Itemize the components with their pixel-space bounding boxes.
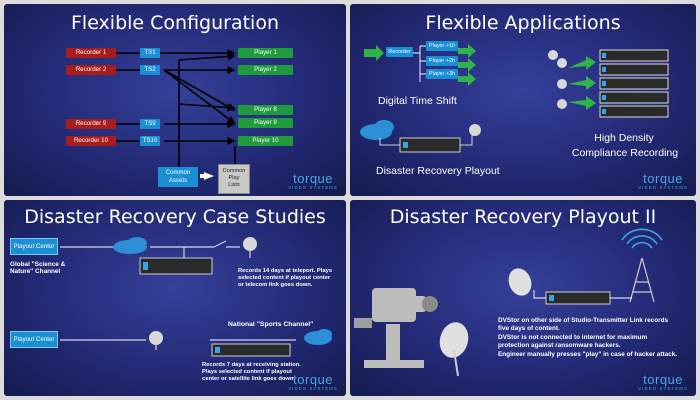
player-box: Player 1 (238, 48, 293, 58)
case-note: Records 7 days at receiving station. Pla… (202, 362, 301, 383)
routing-lines (116, 49, 236, 180)
player-box: Player 9 (238, 118, 293, 128)
player-box: Player +2h (426, 56, 458, 66)
player-box: Player 8 (238, 105, 293, 115)
player-box: Player +3h (426, 69, 458, 79)
case-note: Records 14 days at teleport. Plays selec… (238, 268, 333, 289)
ts-box: TS10 (140, 136, 160, 146)
channel-label: National "Sports Channel" (228, 321, 314, 328)
channel-label: Global "Science & Nature" Channel (10, 261, 66, 276)
common-assets-box: Common Assets (158, 167, 198, 187)
ts-box: TS2 (140, 65, 160, 75)
label-compliance-1: High Density (594, 132, 654, 144)
panel-title: Flexible Applications (425, 12, 621, 34)
label-time-shift: Digital Time Shift (378, 95, 457, 107)
playout-center-box: Playout Center (10, 238, 58, 255)
case-study-graphics (60, 237, 332, 357)
recorder-box: Recorder 10 (66, 136, 116, 146)
panel-case-studies: Disaster Recovery Case Studies (4, 200, 346, 396)
label-compliance-2: Compliance Recording (571, 147, 679, 159)
common-playlists-doc: Common Play Lists (218, 164, 250, 194)
applications-graphics (360, 44, 669, 153)
playout-notes: DVStor on other side of Studio-Transmitt… (498, 317, 678, 358)
torque-logo: torque VIDEO SYSTEMS (638, 171, 688, 190)
recorder-box: Recorder 1 (66, 48, 116, 58)
torque-logo: torque VIDEO SYSTEMS (288, 171, 338, 190)
player-box: Player 10 (238, 136, 293, 146)
recorder-box: Recorder 2 (66, 65, 116, 75)
panel-flexible-configuration: Flexible Configuration (4, 4, 346, 196)
playout-graphics (354, 228, 663, 377)
playout-center-box: Playout Center (10, 331, 58, 348)
torque-logo: torque VIDEO SYSTEMS (638, 372, 688, 391)
recorder-box: Recorder (386, 47, 413, 57)
panel-title: Flexible Configuration (70, 12, 279, 34)
player-box: Player 2 (238, 65, 293, 75)
panel-disaster-recovery-2: Disaster Recovery Playout II (350, 200, 696, 396)
panel-flexible-applications: Flexible Applications (350, 4, 696, 196)
torque-logo: torque VIDEO SYSTEMS (288, 372, 338, 391)
ts-box: TS9 (140, 119, 160, 129)
ts-box: TS1 (140, 48, 160, 58)
recorder-box: Recorder 9 (66, 119, 116, 129)
panel-title: Disaster Recovery Playout II (389, 206, 657, 228)
panel-title: Disaster Recovery Case Studies (24, 206, 326, 228)
label-disaster-recovery: Disaster Recovery Playout (376, 165, 500, 177)
player-box: Player +1h (426, 41, 458, 51)
